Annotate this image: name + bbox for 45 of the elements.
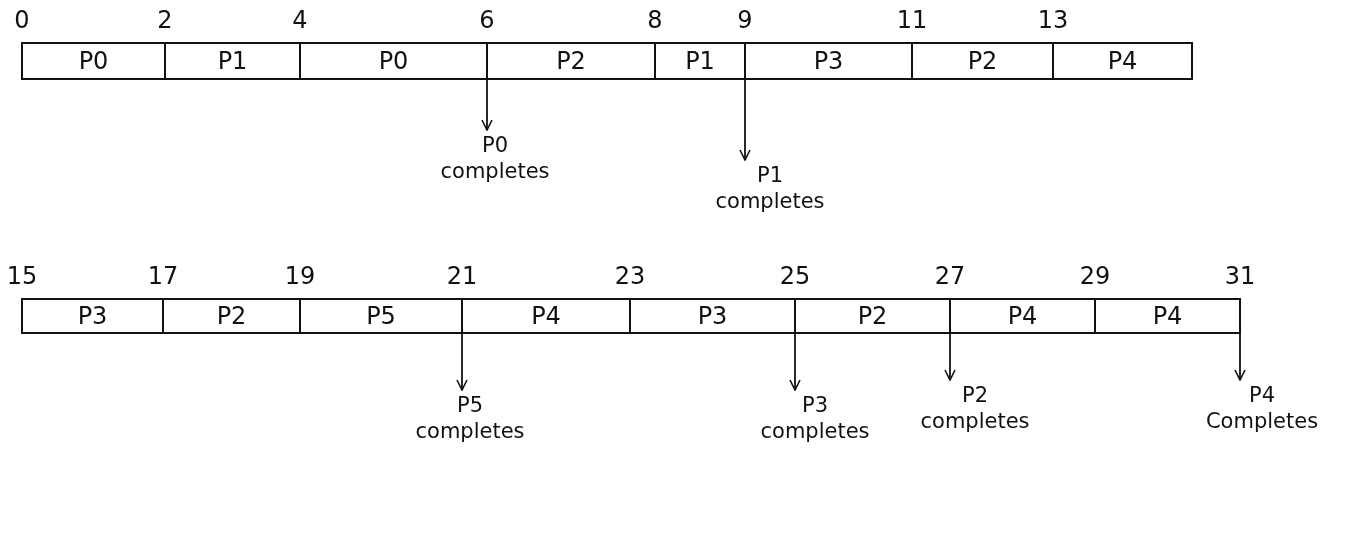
process-segment: P0 bbox=[21, 42, 166, 80]
process-segment: P0 bbox=[299, 42, 488, 80]
time-label: 29 bbox=[1078, 262, 1112, 290]
process-segment: P2 bbox=[486, 42, 656, 80]
process-segment: P1 bbox=[164, 42, 301, 80]
time-label: 0 bbox=[13, 6, 31, 34]
process-segment: P3 bbox=[21, 298, 164, 334]
time-label: 23 bbox=[613, 262, 647, 290]
process-segment: P4 bbox=[1052, 42, 1193, 80]
time-label: 25 bbox=[778, 262, 812, 290]
time-label: 21 bbox=[445, 262, 479, 290]
completion-note: P2 completes bbox=[920, 383, 1030, 434]
time-label: 9 bbox=[736, 6, 754, 34]
time-label: 6 bbox=[478, 6, 496, 34]
time-label: 11 bbox=[895, 6, 929, 34]
process-segment: P3 bbox=[744, 42, 913, 80]
time-label: 4 bbox=[291, 6, 309, 34]
completion-note: P5 completes bbox=[415, 393, 525, 444]
process-segment: P2 bbox=[911, 42, 1054, 80]
time-label: 19 bbox=[283, 262, 317, 290]
process-segment: P3 bbox=[629, 298, 796, 334]
time-label: 17 bbox=[146, 262, 180, 290]
process-segment: P4 bbox=[1094, 298, 1241, 334]
process-segment: P5 bbox=[299, 298, 463, 334]
completion-note: P0 completes bbox=[440, 133, 550, 184]
time-label: 15 bbox=[5, 262, 39, 290]
arrow bbox=[739, 79, 751, 161]
process-segment: P2 bbox=[794, 298, 951, 334]
time-label: 8 bbox=[646, 6, 664, 34]
process-segment: P4 bbox=[949, 298, 1096, 334]
process-segment: P2 bbox=[162, 298, 301, 334]
arrow bbox=[481, 79, 493, 131]
arrow bbox=[789, 333, 801, 391]
arrow bbox=[456, 333, 468, 391]
process-segment: P1 bbox=[654, 42, 746, 80]
time-label: 13 bbox=[1036, 6, 1070, 34]
time-label: 27 bbox=[933, 262, 967, 290]
completion-note: P4 Completes bbox=[1205, 383, 1319, 434]
completion-note: P1 completes bbox=[715, 163, 825, 214]
time-label: 2 bbox=[156, 6, 174, 34]
arrow bbox=[944, 333, 956, 381]
time-label: 31 bbox=[1223, 262, 1257, 290]
completion-note: P3 completes bbox=[760, 393, 870, 444]
arrow bbox=[1234, 333, 1246, 381]
process-segment: P4 bbox=[461, 298, 631, 334]
